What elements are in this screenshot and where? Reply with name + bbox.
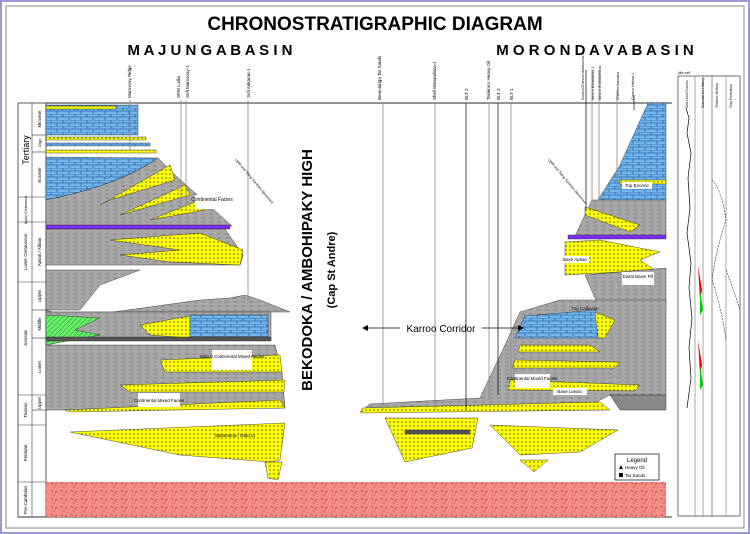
- majunga-well-lines: [129, 100, 249, 300]
- karroo-corridor-arrow: Karroo Corridor: [362, 324, 524, 335]
- well-name: Amoco Manambolo-1: [591, 67, 595, 100]
- heavy-oil-icon: [619, 465, 623, 469]
- column-sea-level-curves: Sea Level Curves: [685, 80, 689, 108]
- era-precambrian: Pre-Cambrian: [23, 486, 28, 515]
- label-sakamena: Sakamena / Isalo IA: [215, 433, 255, 438]
- label-continental-mixed-facies: Continental Mixed Facies: [134, 398, 185, 403]
- label-top-eocene: Top Eocene: [625, 183, 649, 188]
- column-trap-formation: Trap Formation: [729, 84, 733, 108]
- morondava-well-names: Bemolanga Tar Sands Shell Manandaza-1 BL…: [377, 53, 635, 100]
- majunga-basin-title: M A J U N G A B A S I N: [127, 42, 292, 59]
- label-continental-facies: Continental Facies: [191, 197, 233, 203]
- well-name: BLT 2: [464, 88, 469, 100]
- subsidence-red: [698, 265, 702, 375]
- stratigraphic-column: Tertiary Upper Cretaceous Lower Cretaceo…: [17, 102, 47, 518]
- well-name: Marovoay Ridge: [127, 65, 132, 98]
- label-base-liassic: Base Liassic: [557, 389, 583, 394]
- subsidence-green: [700, 290, 703, 390]
- period-eocene: Eocene: [37, 167, 42, 183]
- tar-sands-icon: [619, 473, 623, 477]
- period-upper-jurassic: Upper: [37, 289, 42, 302]
- well-name: Amoco W Manambolo: [598, 66, 602, 100]
- legend-item-tar-sands: Tar Sands: [625, 473, 646, 478]
- well-name: Sofi Marovoay-1: [185, 65, 190, 98]
- well-name: Chevron Namakia: [616, 72, 620, 100]
- well-name: BLT 1: [509, 88, 514, 100]
- morondava-basin-title: M O R O N D A V A B A S I N: [496, 42, 694, 59]
- tectonic-curves: [711, 179, 741, 341]
- side-panel: Ma m/f Sea Level Curves Subsidence Histo…: [677, 70, 741, 517]
- inner-border: [5, 5, 745, 529]
- well-name: SPM Ludia: [176, 75, 181, 98]
- label-top-callovian: Top Callovian: [571, 306, 599, 311]
- diagram-title: CHRONOSTRATIGRAPHIC DIAGRAM: [207, 14, 542, 35]
- label-distal-basin-fill: Distal Basin Fill: [623, 274, 654, 279]
- period-aptian-albian: Aptian / Albian: [37, 237, 42, 266]
- column-tectonic-history: Tectonic History: [715, 83, 719, 108]
- era-triassic: Triassic: [23, 402, 28, 418]
- well-name: Shell Manandaza-1: [432, 61, 437, 100]
- bekodoka-high-label: BEKODOKA / AMBOHIPAKY HIGH: [299, 149, 316, 391]
- label-isalo-ii: Isalo II Continental Mixed Facies: [199, 354, 265, 359]
- era-upper-cretaceous: Upper Cretaceous: [24, 196, 28, 225]
- well-name: Tsimiroro Heavy Oil: [486, 61, 491, 100]
- karroo-corridor-label: Karroo Corridor: [407, 324, 477, 335]
- label-base-aptian: Base Aptian: [563, 257, 588, 262]
- era-jurassic: Jurassic: [23, 329, 28, 346]
- period-upper-triassic: Upper: [37, 396, 42, 409]
- era-permian: Permian: [23, 444, 28, 461]
- side-panel-header: Ma m/f: [678, 70, 691, 75]
- era-tertiary: Tertiary: [21, 135, 31, 165]
- well-name: Bemolanga Tar Sands: [377, 55, 382, 100]
- well-name: Sofi Ankaran-1: [246, 68, 251, 98]
- period-oligocene: Oligo: [38, 139, 42, 147]
- period-lower-jurassic: Lower: [37, 360, 42, 373]
- cap-st-andre-label: (Cap St Andre): [326, 231, 338, 308]
- morondava-well-lines: [382, 70, 635, 410]
- legend: Legend Heavy Oil Tar Sands: [614, 453, 660, 481]
- era-lower-cretaceous: Lower Cretaceous: [23, 233, 28, 270]
- majunga-well-names: Marovoay Ridge SPM Ludia Sofi Marovoay-1…: [127, 65, 251, 98]
- well-name: Conoco/Chevron Ankamena-1: [581, 53, 585, 100]
- majunga-section: [45, 104, 291, 481]
- legend-title: Legend: [627, 458, 647, 464]
- label-continental-mixed-facies-right: Continental Mixed Facies: [507, 376, 558, 381]
- period-middle-jurassic: Middle: [37, 317, 42, 331]
- sea-level-curve: [685, 107, 693, 409]
- well-name: Conoco Hetosa-1: [631, 73, 635, 100]
- precambrian-basement: [46, 482, 666, 517]
- column-subsidence-history: Subsidence History: [701, 78, 705, 108]
- period-miocene: Miocene: [37, 110, 42, 128]
- well-name: BLT 3: [496, 88, 501, 100]
- legend-item-heavy-oil: Heavy Oil: [625, 465, 645, 470]
